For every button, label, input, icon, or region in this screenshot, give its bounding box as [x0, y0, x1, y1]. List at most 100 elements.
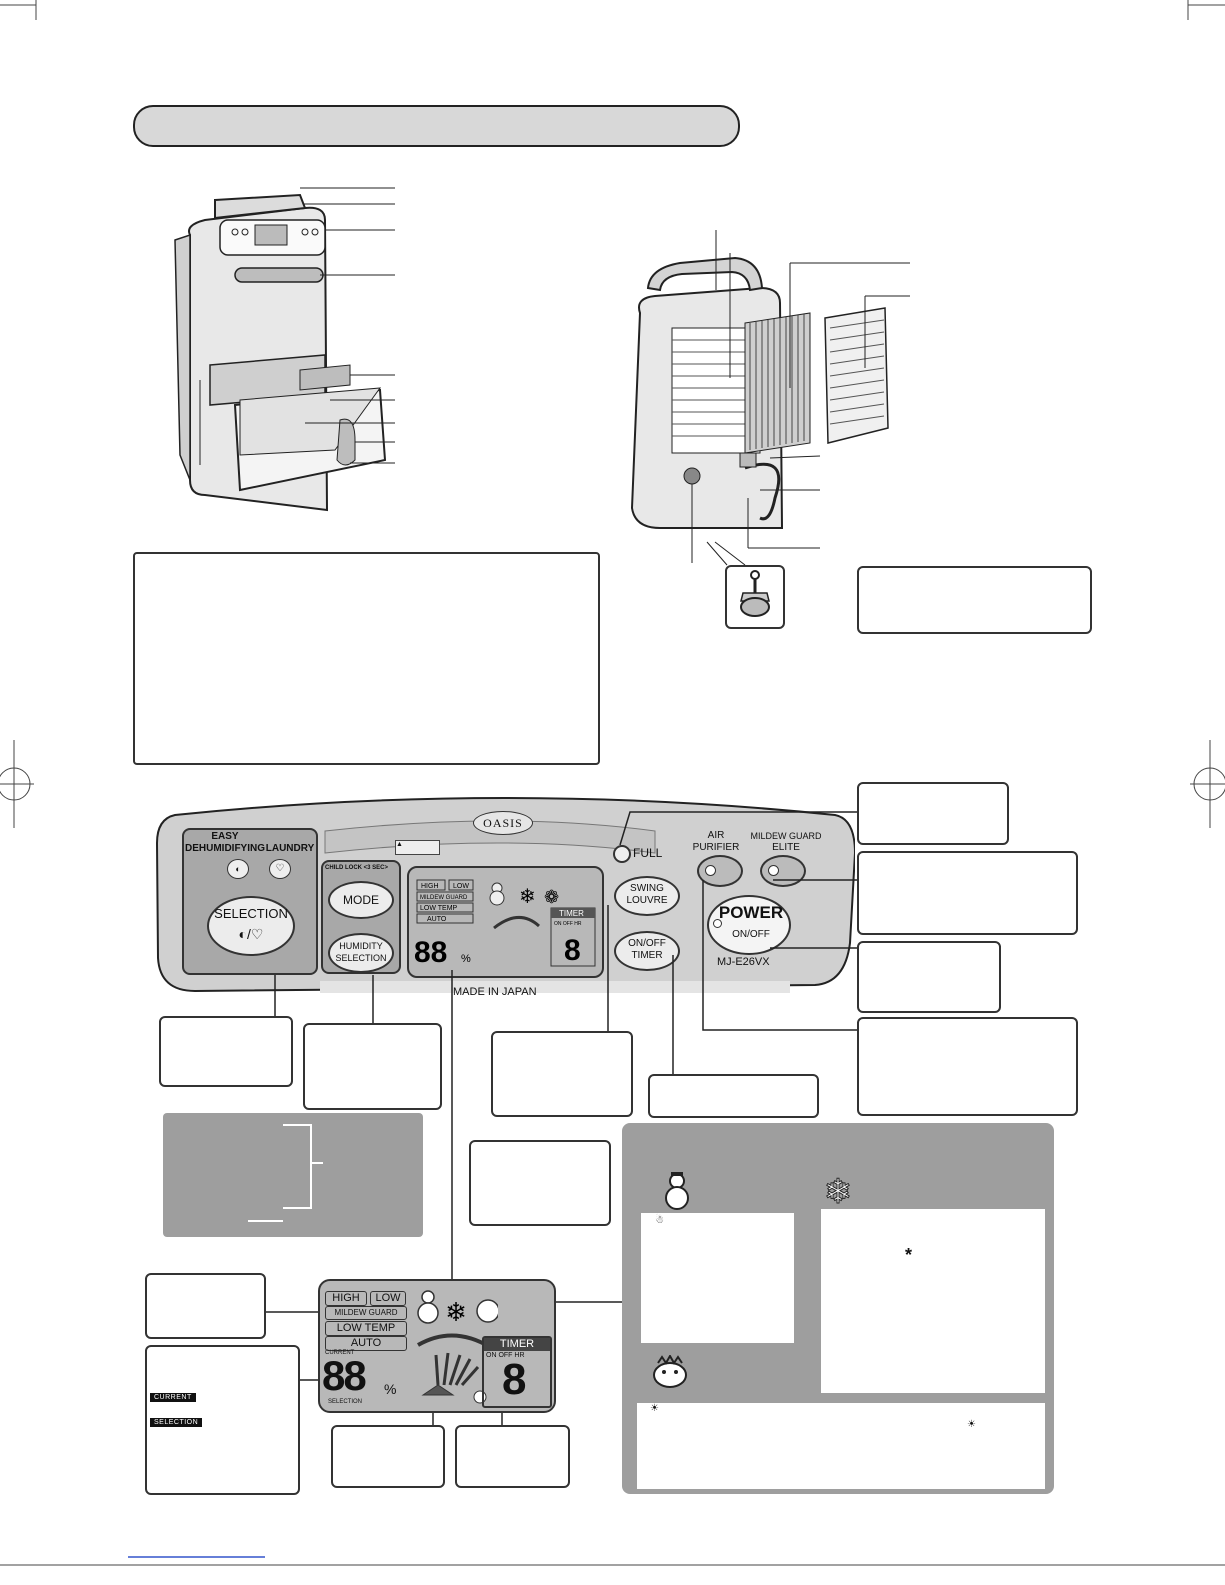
svg-text:MILDEW GUARD: MILDEW GUARD	[420, 895, 468, 901]
callout-selection	[159, 1016, 293, 1087]
timer-label-1: ON/OFF	[628, 938, 666, 949]
panel-lcd-graphic: HIGH LOW MILDEW GUARD LOW TEMP AUTO 88% ❄ ❁…	[414, 879, 596, 969]
svg-text:%: %	[461, 953, 471, 965]
svg-text:❁: ❁	[544, 887, 559, 907]
callout-full-lamp	[857, 782, 1009, 845]
callout-lcd	[469, 1140, 611, 1226]
humidity-label-1: HUMIDITY	[339, 941, 383, 951]
air-purifier-lamp	[705, 865, 716, 876]
svg-text:❄: ❄	[445, 1297, 467, 1327]
svg-text:TIMER: TIMER	[559, 909, 584, 918]
on-off-timer-button[interactable]: ON/OFF TIMER	[614, 931, 680, 971]
caster-wheel-inset	[725, 565, 785, 629]
front-view-illustration	[174, 187, 395, 512]
laundry-label: LAUNDRY	[265, 843, 315, 854]
description-box-note	[857, 566, 1092, 634]
timer-label-2: TIMER	[631, 950, 663, 961]
power-label: POWER	[718, 903, 784, 922]
lcd-percent: %	[384, 1381, 397, 1397]
snowflake-description-panel: *	[821, 1209, 1045, 1393]
snowflake-icon: ❄	[823, 1173, 853, 1212]
mode-button[interactable]: MODE	[328, 881, 394, 919]
humidity-info-panel	[163, 1113, 423, 1237]
selection-mode-icons: ◐/♡	[238, 926, 264, 942]
svg-text:AUTO: AUTO	[427, 916, 447, 923]
mildew-small-icon-1: ☀	[650, 1403, 659, 1414]
description-box-large	[133, 552, 600, 765]
callout-louvre-indicator	[331, 1425, 445, 1488]
svg-text:ON OFF HR: ON OFF HR	[554, 921, 582, 927]
lcd-selection: SELECTION	[328, 1399, 363, 1405]
selection-tag: SELECTION	[150, 1418, 203, 1427]
full-indicator-lamp	[613, 845, 631, 863]
mildew-guard-elite-button[interactable]	[760, 855, 806, 887]
svg-text:HIGH: HIGH	[421, 883, 439, 890]
lcd-timer-digit: 8	[502, 1355, 527, 1404]
lcd-humidity-digits: 88	[322, 1352, 367, 1399]
svg-text:LOW TEMP: LOW TEMP	[420, 905, 458, 912]
lcd-current: CURRENT	[325, 1350, 355, 1356]
swing-label-2: LOUVRE	[626, 895, 668, 906]
air-purifier-label-1: AIR	[707, 830, 725, 841]
mildew-creature-icon	[653, 1355, 687, 1388]
svg-text:8: 8	[564, 934, 581, 967]
current-tag: CURRENT	[150, 1393, 196, 1402]
lcd-mildew-guard: MILDEW GUARD	[325, 1306, 407, 1320]
svg-text:❄: ❄	[519, 886, 536, 908]
rear-view-illustration	[630, 230, 910, 563]
section-title-bar	[133, 105, 740, 147]
air-purifier-button[interactable]	[697, 855, 743, 887]
lcd-high: HIGH	[325, 1291, 367, 1306]
lcd-on-off-hr: ON OFF HR	[486, 1352, 525, 1359]
callout-air-purifier	[857, 1017, 1078, 1116]
asterisk-icon: *	[905, 1245, 913, 1265]
caster-leader-lines	[706, 541, 746, 566]
mildew-elite-label-2: ELITE	[772, 842, 800, 853]
lcd-auto: AUTO	[325, 1336, 407, 1351]
callout-timer	[648, 1074, 819, 1118]
oasis-logo: OASIS	[473, 811, 533, 835]
mildew-small-icon-2: ☀	[967, 1419, 976, 1430]
humidity-bracket	[248, 1124, 323, 1222]
callout-mode-humidity	[303, 1023, 442, 1110]
callout-mildew-elite	[857, 851, 1078, 935]
snowman-description-panel: ☃	[641, 1213, 794, 1343]
lcd-icons: ❄	[417, 1290, 498, 1404]
humidity-drop-icon: ◐	[227, 859, 249, 879]
humidity-label-2: SELECTION	[335, 953, 387, 963]
selection-button-label: SELECTION	[214, 906, 288, 921]
model-number: MJ-E26VX	[717, 956, 770, 968]
large-lcd: HIGH LOW MILDEW GUARD LOW TEMP AUTO CURR…	[318, 1279, 556, 1413]
laundry-shirt-icon: ♡	[269, 859, 291, 879]
lcd-timer-box: TIMER ON OFF HR 8	[482, 1336, 552, 1408]
svg-text:88: 88	[414, 936, 447, 969]
caster-wheel-icon	[740, 570, 770, 617]
selection-button[interactable]: SELECTION ◐/♡	[207, 896, 295, 956]
lcd-timer-label: TIMER	[484, 1338, 550, 1351]
svg-text:❄: ❄	[824, 1173, 853, 1211]
mildew-guard-elite-lamp	[768, 865, 779, 876]
power-on-off-label: ON/OFF	[732, 929, 770, 940]
snowman-icon	[665, 1172, 689, 1210]
control-panel: OASIS EASY DEHUMIDIFYING LAUNDRY ◐ ♡ SEL…	[155, 793, 855, 1003]
modes-info-panel: ❄ ☃ * ☀ ☀	[622, 1123, 1054, 1494]
callout-timer-indicator	[455, 1425, 570, 1488]
power-lamp	[713, 919, 722, 928]
child-lock-label: CHILD LOCK <3 SEC>	[325, 865, 389, 871]
lcd-low: LOW	[370, 1291, 406, 1306]
power-button[interactable]: POWER ON/OFF	[707, 895, 791, 955]
svg-text:LOW: LOW	[453, 883, 469, 890]
callout-lcd-mode-indicators	[145, 1273, 266, 1339]
callout-swing-louvre	[491, 1031, 633, 1117]
callout-humidity-display: CURRENT SELECTION	[145, 1345, 300, 1495]
mildew-elite-label-1: MILDEW GUARD	[750, 831, 822, 841]
full-label: FULL	[633, 846, 663, 860]
humidity-selection-button[interactable]: HUMIDITY SELECTION	[328, 933, 394, 973]
air-purifier-label-2: PURIFIER	[692, 842, 740, 853]
callout-power	[857, 941, 1001, 1013]
lcd-low-temp: LOW TEMP	[325, 1321, 407, 1336]
easy-dehumidifying-label: EASY DEHUMIDIFYING	[185, 831, 265, 854]
mitsubishi-logo: ▲	[395, 840, 440, 855]
swing-louvre-button[interactable]: SWING LOUVRE	[614, 876, 680, 916]
